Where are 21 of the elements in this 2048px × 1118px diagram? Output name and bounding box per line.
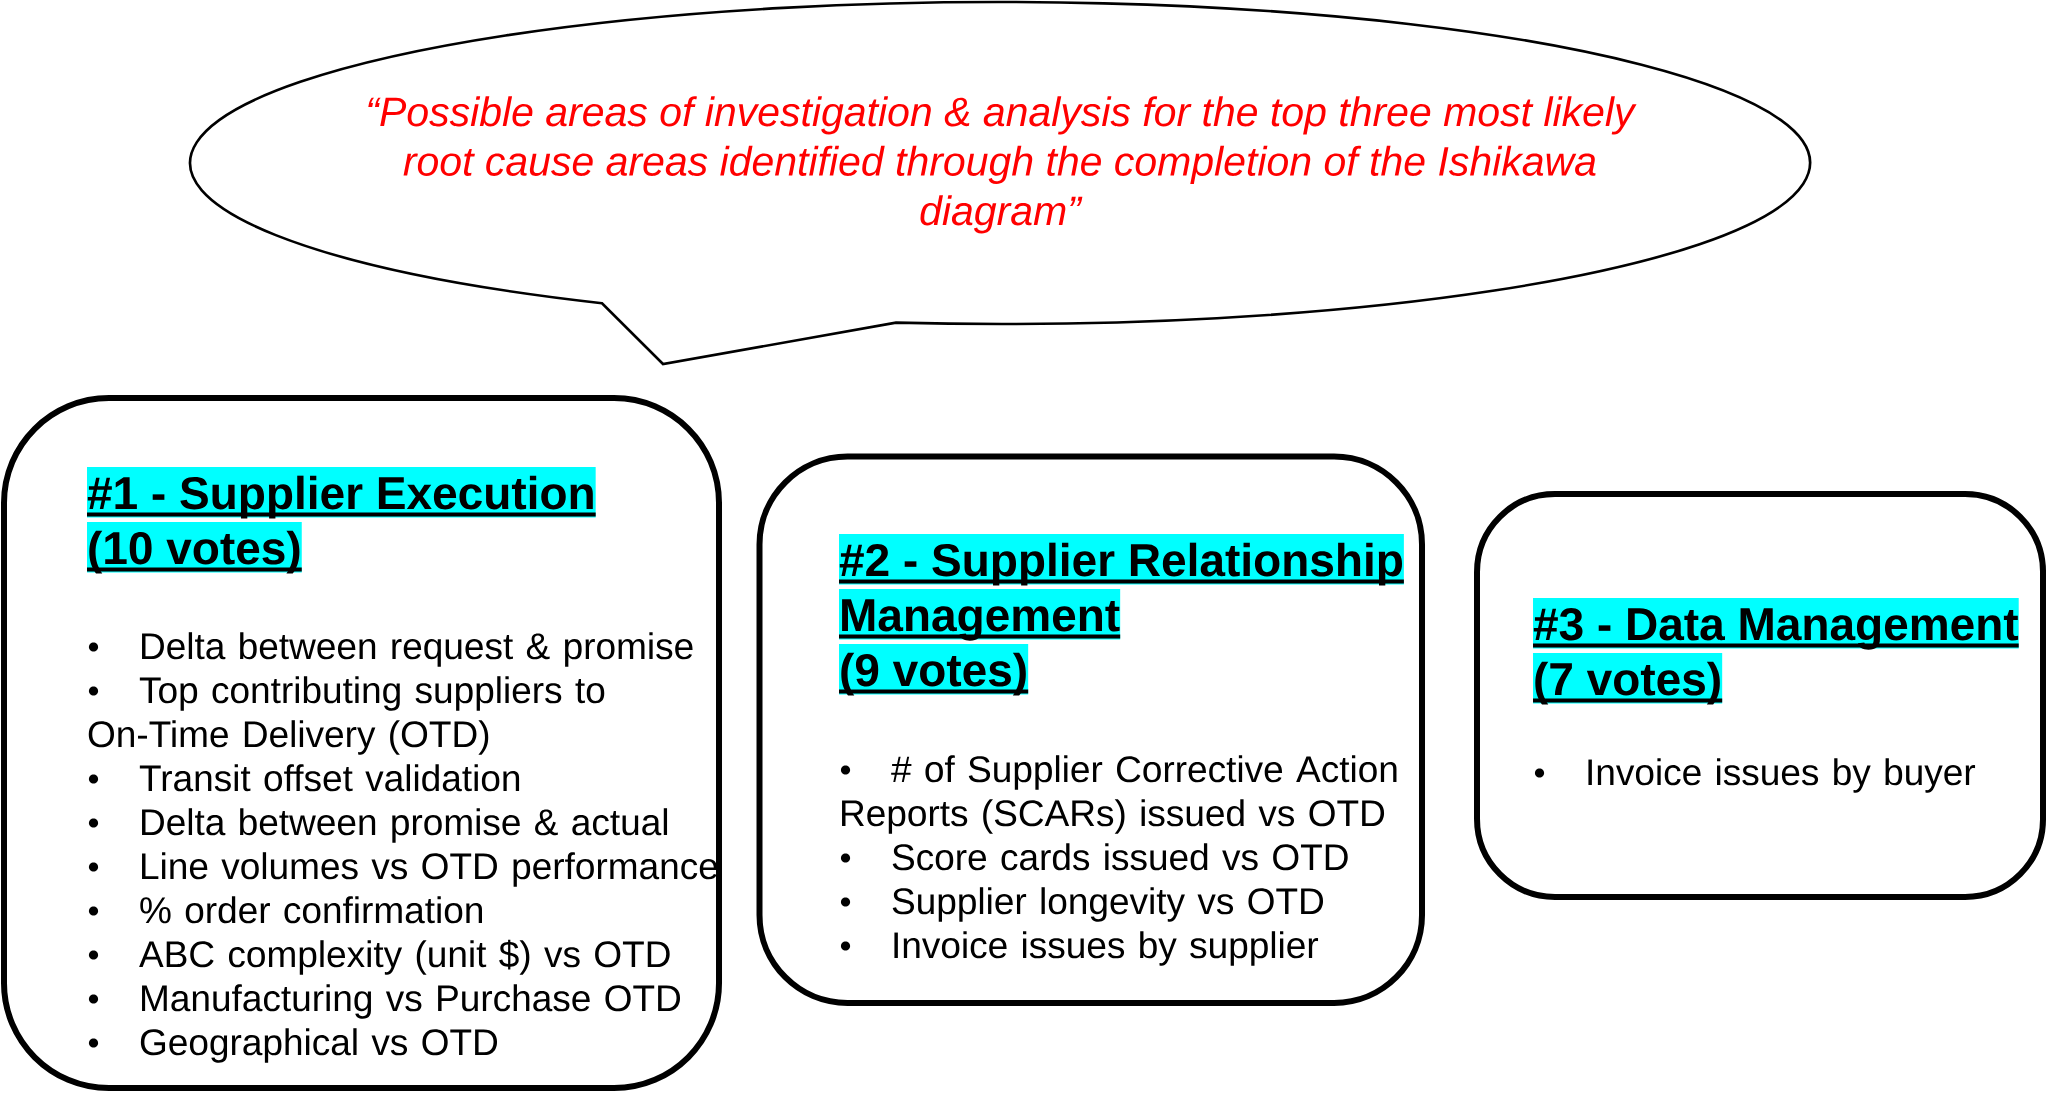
list-item: ABC complexity (unit $) vs OTD	[88, 939, 670, 975]
list-item: Score cards issued vs OTD	[840, 843, 1348, 871]
list-item: Supplier longevity vs OTD	[840, 887, 1324, 922]
section-heading: #2 - Supplier Relationship Management	[839, 534, 1404, 641]
list-item: Delta between promise & actual	[88, 808, 668, 843]
list-item: Manufacturing vs Purchase OTD	[88, 984, 681, 1019]
list-item: Line volumes vs OTD performance	[88, 852, 718, 887]
list-item: # of Supplier Corrective Action Reports (SCARs) issued vs OTD	[840, 755, 1397, 834]
list-item: Transit offset validation	[88, 764, 520, 792]
section-heading: #1 - Supplier Execution	[87, 467, 596, 519]
list-item: Geographical vs OTD	[88, 1028, 497, 1063]
list-item: % order confirmation	[88, 896, 482, 924]
list-item: Top contributing suppliers to On-Time Delivery (OTD)	[88, 676, 605, 755]
list-item: Invoice issues by supplier	[840, 931, 1319, 966]
vote-count: (7 votes)	[1533, 653, 1723, 705]
vote-count: (10 votes)	[87, 522, 302, 574]
speech-bubble: “Possible areas of investigation & analysis for the top three most likely root cause areas identified through the completion of the Ishikawa diagram”	[189, 0, 1812, 366]
section-heading: #3 - Data Management	[1533, 598, 2019, 650]
vote-count: (9 votes)	[839, 644, 1029, 696]
list-item: Invoice issues by buyer	[1534, 758, 1976, 793]
list-item: Delta between request & promise	[88, 632, 693, 667]
